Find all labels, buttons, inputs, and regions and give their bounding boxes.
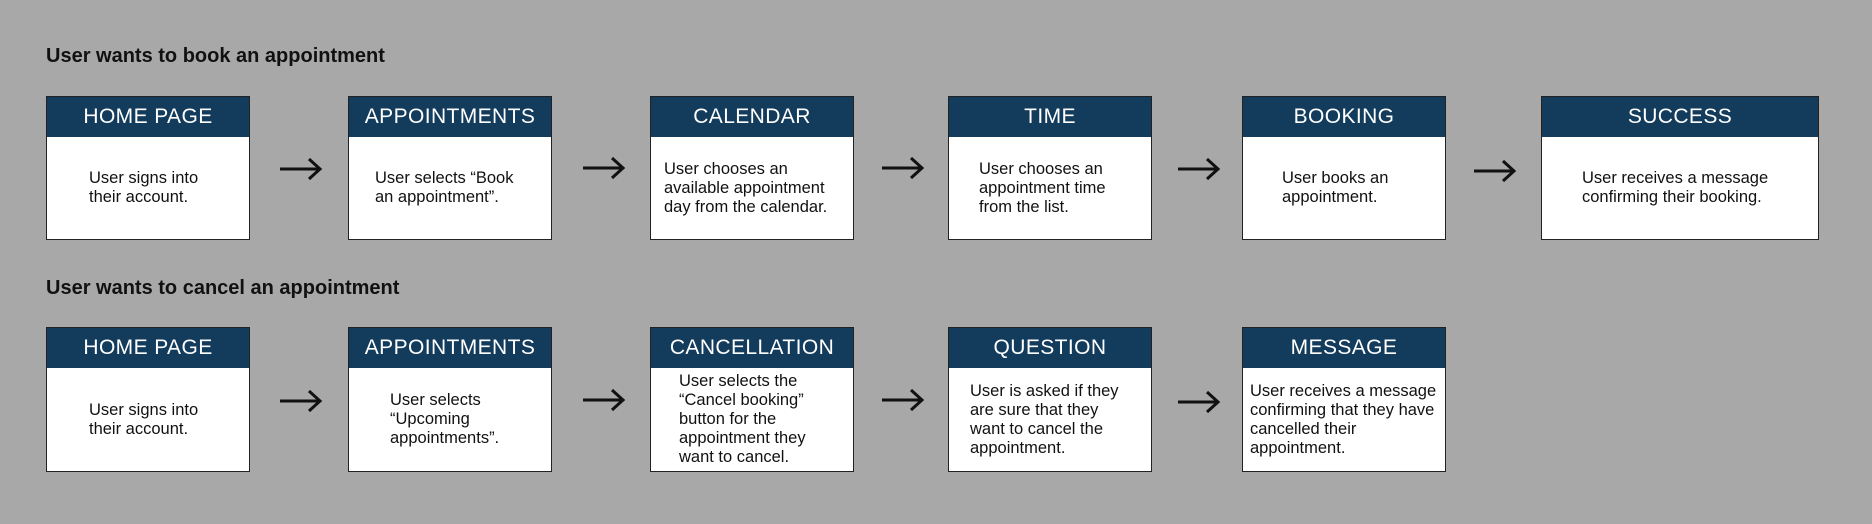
cancel-step-appointments: APPOINTMENTS User selects “Upcoming appo…	[348, 327, 552, 472]
step-text: User selects “Book an appointment”.	[375, 169, 514, 206]
step-label: QUESTION	[949, 328, 1151, 368]
step-text: User is asked if they are sure that they…	[970, 381, 1119, 457]
book-step-home-page: HOME PAGE User signs into their account.	[46, 96, 250, 240]
flow-title-cancel: User wants to cancel an appointment	[46, 277, 400, 299]
step-label: CALENDAR	[651, 97, 853, 137]
step-text: User signs into their account.	[89, 400, 199, 438]
arrow-right-icon	[278, 389, 324, 413]
step-label: APPOINTMENTS	[349, 328, 551, 368]
step-text: User chooses an appointment time from th…	[979, 159, 1106, 216]
cancel-step-question: QUESTION User is asked if they are sure …	[948, 327, 1152, 472]
step-label: TIME	[949, 97, 1151, 137]
step-text: User receives a message confirming their…	[1582, 169, 1769, 206]
arrow-right-icon	[880, 388, 926, 412]
step-label: APPOINTMENTS	[349, 97, 551, 137]
cancel-step-cancellation: CANCELLATION User selects the “Cancel bo…	[650, 327, 854, 472]
book-step-time: TIME User chooses an appointment time fr…	[948, 96, 1152, 240]
step-label: BOOKING	[1243, 97, 1445, 137]
cancel-step-message: MESSAGE User receives a message confirmi…	[1242, 327, 1446, 472]
book-step-calendar: CALENDAR User chooses an available appoi…	[650, 96, 854, 240]
arrow-right-icon	[1472, 159, 1518, 183]
book-step-booking: BOOKING User books an appointment.	[1242, 96, 1446, 240]
arrow-right-icon	[880, 156, 926, 180]
book-step-appointments: APPOINTMENTS User selects “Book an appoi…	[348, 96, 552, 240]
book-step-success: SUCCESS User receives a message confirmi…	[1541, 96, 1819, 240]
step-text: User selects “Upcoming appointments”.	[390, 391, 500, 447]
step-label: MESSAGE	[1243, 328, 1445, 368]
step-label: HOME PAGE	[47, 328, 249, 368]
step-label: SUCCESS	[1542, 97, 1818, 137]
step-text: User signs into their account.	[89, 169, 199, 206]
step-text: User selects the “Cancel booking” button…	[679, 372, 806, 466]
step-text: User books an appointment.	[1282, 169, 1389, 206]
arrow-right-icon	[581, 156, 627, 180]
flow-title-book: User wants to book an appointment	[46, 45, 385, 67]
arrow-right-icon	[278, 157, 324, 181]
arrow-right-icon	[1176, 157, 1222, 181]
step-label: CANCELLATION	[651, 328, 853, 368]
arrow-right-icon	[1176, 390, 1222, 414]
step-text: User receives a message confirming that …	[1250, 381, 1437, 457]
step-label: HOME PAGE	[47, 97, 249, 137]
cancel-step-home-page: HOME PAGE User signs into their account.	[46, 327, 250, 472]
step-text: User chooses an available appointment da…	[664, 159, 828, 216]
arrow-right-icon	[581, 388, 627, 412]
